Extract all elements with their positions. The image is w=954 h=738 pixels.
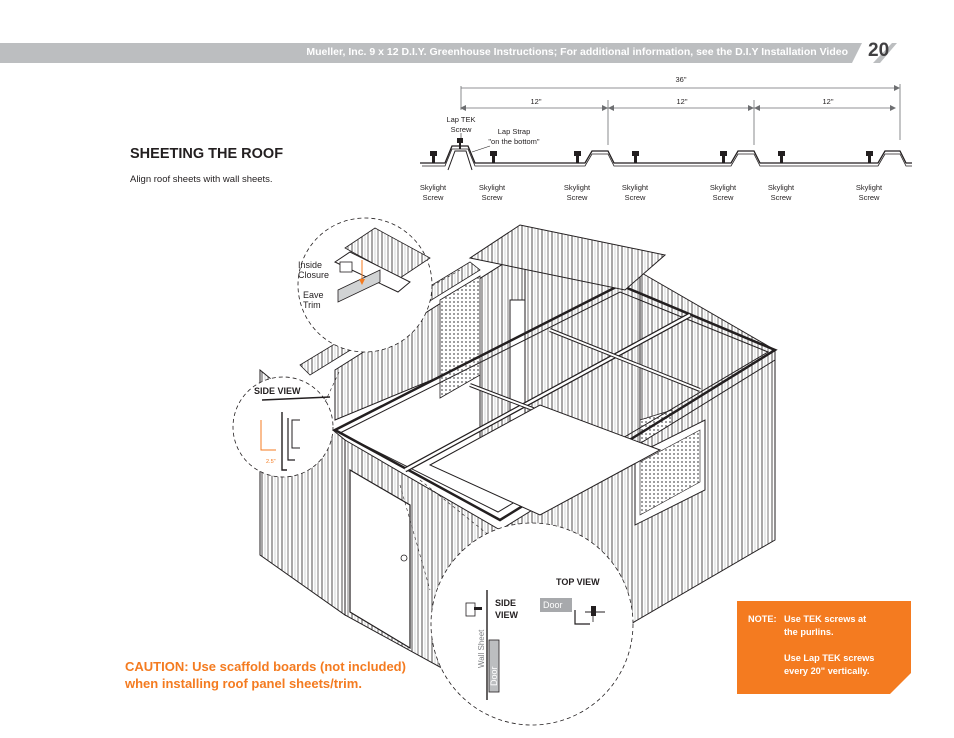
- svg-text:Screw: Screw: [625, 193, 646, 202]
- lap-tek-label-2: Screw: [451, 125, 472, 134]
- svg-text:Skylight: Skylight: [564, 183, 591, 192]
- note-key: NOTE:: [748, 614, 777, 624]
- dim-overall: 36": [675, 75, 686, 84]
- svg-text:Screw: Screw: [713, 193, 734, 202]
- page-number: 20: [868, 40, 890, 61]
- caution-message: CAUTION: Use scaffold boards (not includ…: [125, 658, 406, 692]
- header-title: Mueller, Inc. 9 x 12 D.I.Y. Greenhouse I…: [306, 46, 848, 58]
- door-label-top: Door: [543, 600, 563, 610]
- side-view-title-2: VIEW: [495, 610, 519, 620]
- inside-closure-label-1: Inside: [298, 260, 322, 270]
- header-bar: [0, 43, 954, 63]
- svg-text:Skylight: Skylight: [622, 183, 649, 192]
- svg-text:Skylight: Skylight: [768, 183, 795, 192]
- note-line-4: every 20" vertically.: [784, 666, 870, 676]
- note-box: [737, 601, 911, 694]
- svg-text:Skylight: Skylight: [856, 183, 883, 192]
- eave-trim-label-1: Eave: [303, 290, 324, 300]
- side-view-title: SIDE VIEW: [254, 386, 301, 396]
- dim-segment-3: 12": [822, 97, 833, 106]
- lap-tek-label-1: Lap TEK: [446, 115, 475, 124]
- svg-text:Screw: Screw: [859, 193, 880, 202]
- svg-text:Screw: Screw: [567, 193, 588, 202]
- svg-text:Screw: Screw: [423, 193, 444, 202]
- note-line-3: Use Lap TEK screws: [784, 653, 875, 663]
- caution-line-2: when installing roof panel sheets/trim.: [125, 676, 362, 691]
- section-title: SHEETING THE ROOF: [130, 146, 284, 162]
- lap-strap-label-1: Lap Strap: [498, 127, 531, 136]
- dim-segment-2: 12": [676, 97, 687, 106]
- section-intro: Align roof sheets with wall sheets.: [130, 174, 273, 185]
- svg-text:Skylight: Skylight: [479, 183, 506, 192]
- inside-closure-label-2: Closure: [298, 270, 329, 280]
- door-label-side: Door: [489, 666, 499, 686]
- svg-text:Screw: Screw: [771, 193, 792, 202]
- side-view-measure: 2.5": [266, 459, 276, 465]
- dim-segment-1: 12": [530, 97, 541, 106]
- note-line-2: the purlins.: [784, 627, 834, 637]
- lap-strap-label-2: "on the bottom": [488, 137, 540, 146]
- svg-text:Screw: Screw: [482, 193, 503, 202]
- eave-trim-label-2: Trim: [303, 300, 321, 310]
- svg-text:Skylight: Skylight: [420, 183, 447, 192]
- note-line-1: Use TEK screws at: [784, 614, 867, 624]
- svg-text:Skylight: Skylight: [710, 183, 737, 192]
- top-view-title: TOP VIEW: [556, 577, 600, 587]
- note-text: NOTE: Use TEK screws at the purlins. Use …: [748, 613, 904, 678]
- skylight-screw-labels: Skylight Screw Skylight Screw Skylight S…: [420, 183, 883, 202]
- side-view-title-1: SIDE: [495, 598, 516, 608]
- wall-sheet-label: Wall Sheet: [477, 629, 486, 668]
- caution-line-1: CAUTION: Use scaffold boards (not includ…: [125, 659, 406, 674]
